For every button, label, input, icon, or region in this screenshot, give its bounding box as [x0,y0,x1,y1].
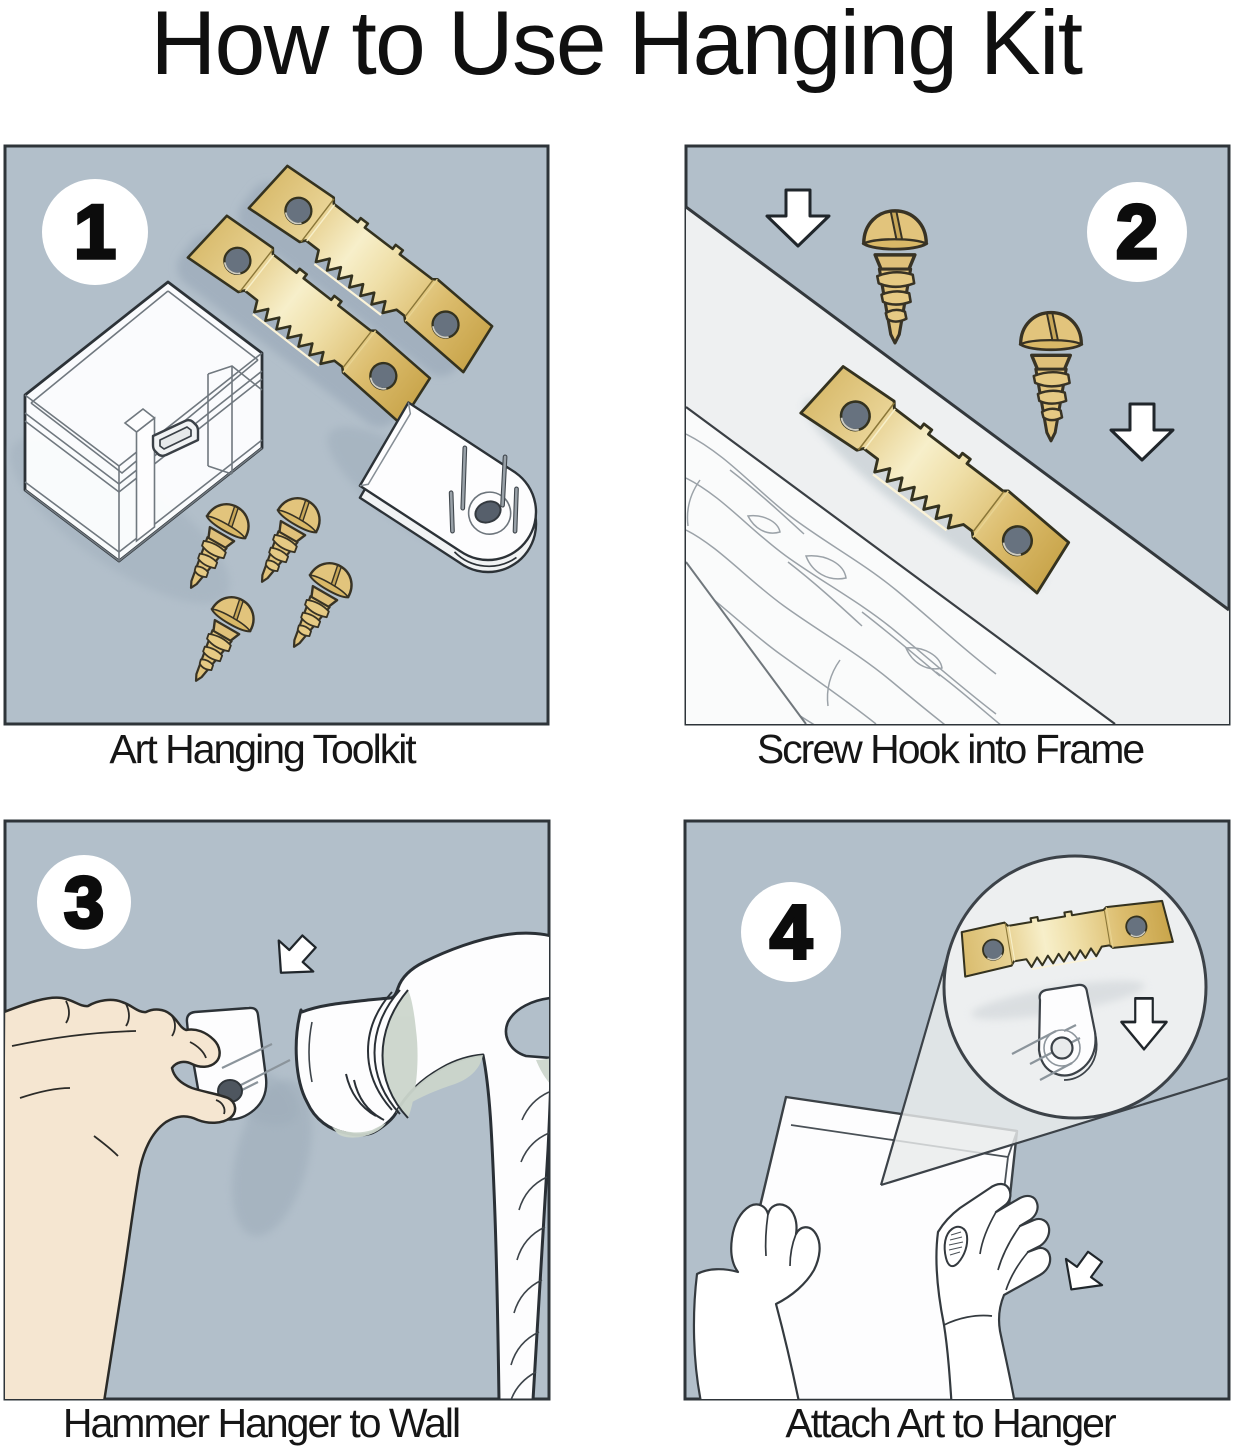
svg-text:How to Use Hanging Kit: How to Use Hanging Kit [151,0,1083,94]
svg-text:1: 1 [74,190,116,275]
svg-text:Screw Hook into Frame: Screw Hook into Frame [757,726,1144,772]
svg-text:3: 3 [64,863,104,943]
svg-text:Hammer Hanger to Wall: Hammer Hanger to Wall [63,1400,459,1446]
svg-text:4: 4 [770,890,812,975]
svg-text:Art Hanging Toolkit: Art Hanging Toolkit [109,726,417,772]
svg-text:2: 2 [1116,190,1158,275]
svg-text:Attach Art to Hanger: Attach Art to Hanger [785,1400,1116,1446]
